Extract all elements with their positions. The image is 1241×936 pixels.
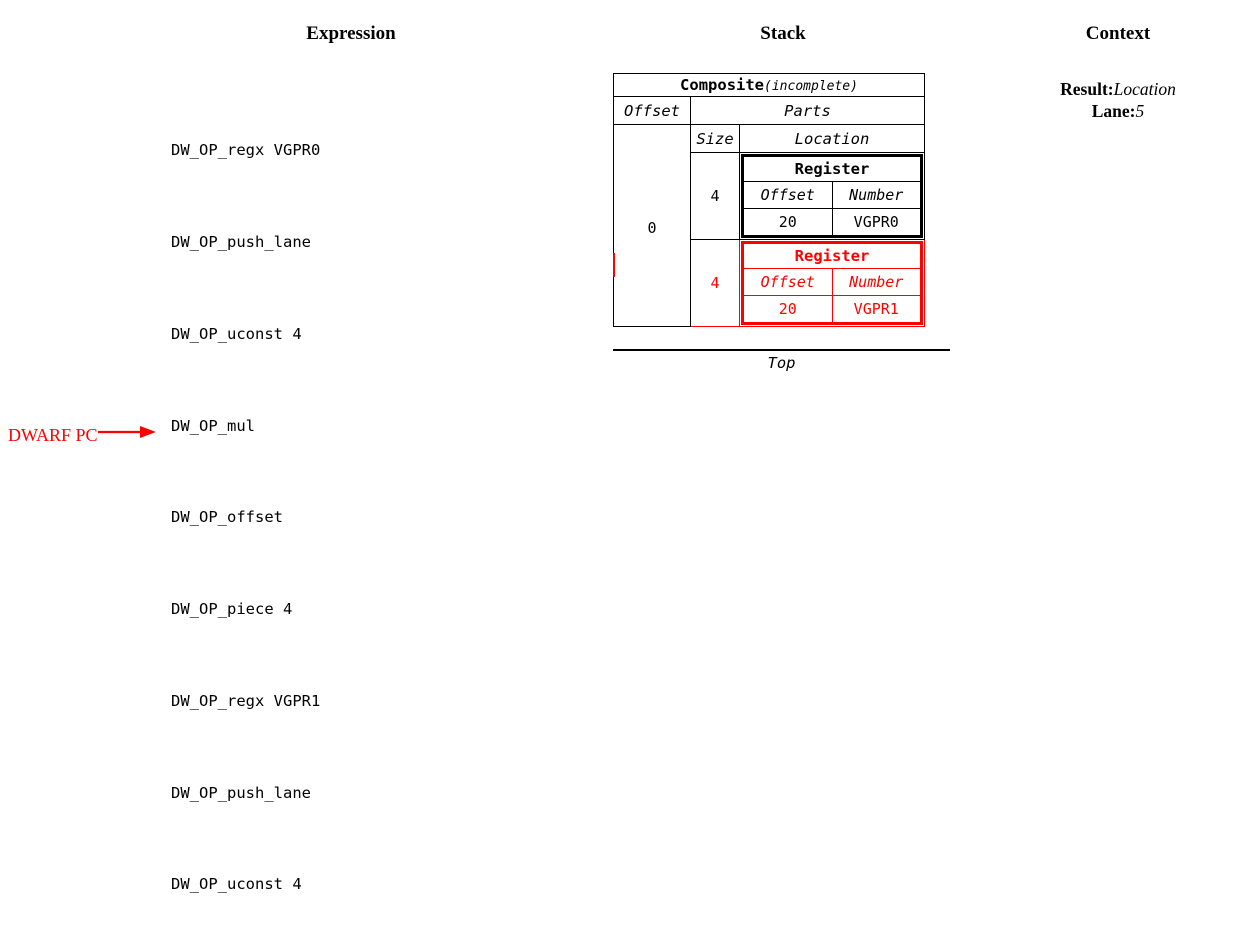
register-offset-value: 20 [743, 208, 833, 236]
expression-op: DW_OP_offset [171, 508, 283, 527]
table-row-header-1: Offset Parts [613, 96, 925, 125]
column-header-size: Size [690, 124, 740, 153]
composite-title-cell: Composite(incomplete) [613, 73, 925, 97]
stack-composite-table: Composite(incomplete) Offset Parts 0 Siz… [613, 73, 925, 327]
stack-highlight-edge-tick [613, 253, 616, 277]
page-title-expression: Expression [306, 23, 396, 44]
expression-op: DW_OP_regx VGPR0 [171, 141, 321, 160]
expression-op-list: DW_OP_regx VGPR0 DW_OP_push_lane DW_OP_u… [171, 74, 320, 936]
dwarf-pc-marker: DWARF PC [8, 424, 158, 445]
table-row: 20 VGPR0 [743, 208, 921, 236]
column-header-location: Location [739, 124, 925, 153]
context-key: Result: [1060, 79, 1114, 99]
table-row-header-2: 0 Size Location [613, 124, 925, 327]
composite-table: Composite(incomplete) Offset Parts 0 Siz… [613, 73, 925, 327]
table-row: Offset Number [743, 268, 921, 296]
register-title: Register [743, 156, 921, 182]
offset-value: 0 [647, 218, 657, 237]
table-row: 20 VGPR1 [743, 295, 921, 323]
register-title: Register [743, 243, 921, 269]
register-table: Register Offset Number 20 VGPR1 [743, 243, 921, 323]
expression-op: DW_OP_uconst 4 [171, 324, 302, 343]
page-title-stack: Stack [760, 23, 806, 44]
context-value: Location [1113, 79, 1176, 99]
expression-op: DW_OP_mul [171, 416, 255, 435]
part-location-cell: Register Offset Number 20 VGPR1 [739, 239, 925, 327]
register-header-offset: Offset [743, 181, 833, 209]
part-location-cell: Register Offset Number 20 VGPR0 [739, 152, 925, 240]
stack-top-label: Top [767, 354, 796, 372]
part-size: 4 [690, 239, 740, 327]
register-header-number: Number [831, 181, 921, 209]
context-key: Lane: [1091, 101, 1136, 121]
composite-title-qualifier: (incomplete) [764, 79, 858, 94]
stack-bottom-rule [613, 349, 950, 352]
context-row-lane: Lane:5 [1007, 100, 1229, 122]
expression-op: DW_OP_regx VGPR1 [171, 691, 321, 710]
expression-op: DW_OP_piece 4 [171, 600, 293, 619]
table-row-title: Composite(incomplete) [613, 73, 925, 97]
context-values: Result:Location Lane:5 [1007, 78, 1229, 122]
register-header-offset: Offset [743, 268, 833, 296]
arrow-right-icon [97, 424, 158, 445]
table-row: Register [743, 243, 921, 269]
expression-op: DW_OP_push_lane [171, 232, 311, 251]
table-row-part-highlighted: 4 Register Offset Number [614, 239, 925, 327]
page-title-context: Context [1085, 23, 1151, 44]
register-header-number: Number [831, 268, 921, 296]
register-frame: Register Offset Number 20 VGPR1 [741, 241, 923, 325]
part-size: 4 [690, 152, 740, 240]
register-frame: Register Offset Number 20 VGPR0 [741, 154, 923, 238]
register-number-value: VGPR1 [831, 295, 921, 323]
expression-op: DW_OP_push_lane [171, 783, 311, 802]
expression-op: DW_OP_uconst 4 [171, 875, 302, 894]
register-table: Register Offset Number 20 VGPR0 [743, 156, 921, 236]
dwarf-pc-label: DWARF PC [8, 424, 98, 445]
register-number-value: VGPR0 [831, 208, 921, 236]
table-row: Offset Number [743, 181, 921, 209]
offset-value-cell: 0 [613, 124, 691, 327]
column-header-parts: Parts [690, 96, 925, 125]
table-row: Register [743, 156, 921, 182]
column-header-offset: Offset [613, 96, 691, 125]
register-offset-value: 20 [743, 295, 833, 323]
context-row-result: Result:Location [1007, 78, 1229, 100]
context-value: 5 [1135, 101, 1145, 121]
composite-title: Composite [680, 76, 765, 94]
